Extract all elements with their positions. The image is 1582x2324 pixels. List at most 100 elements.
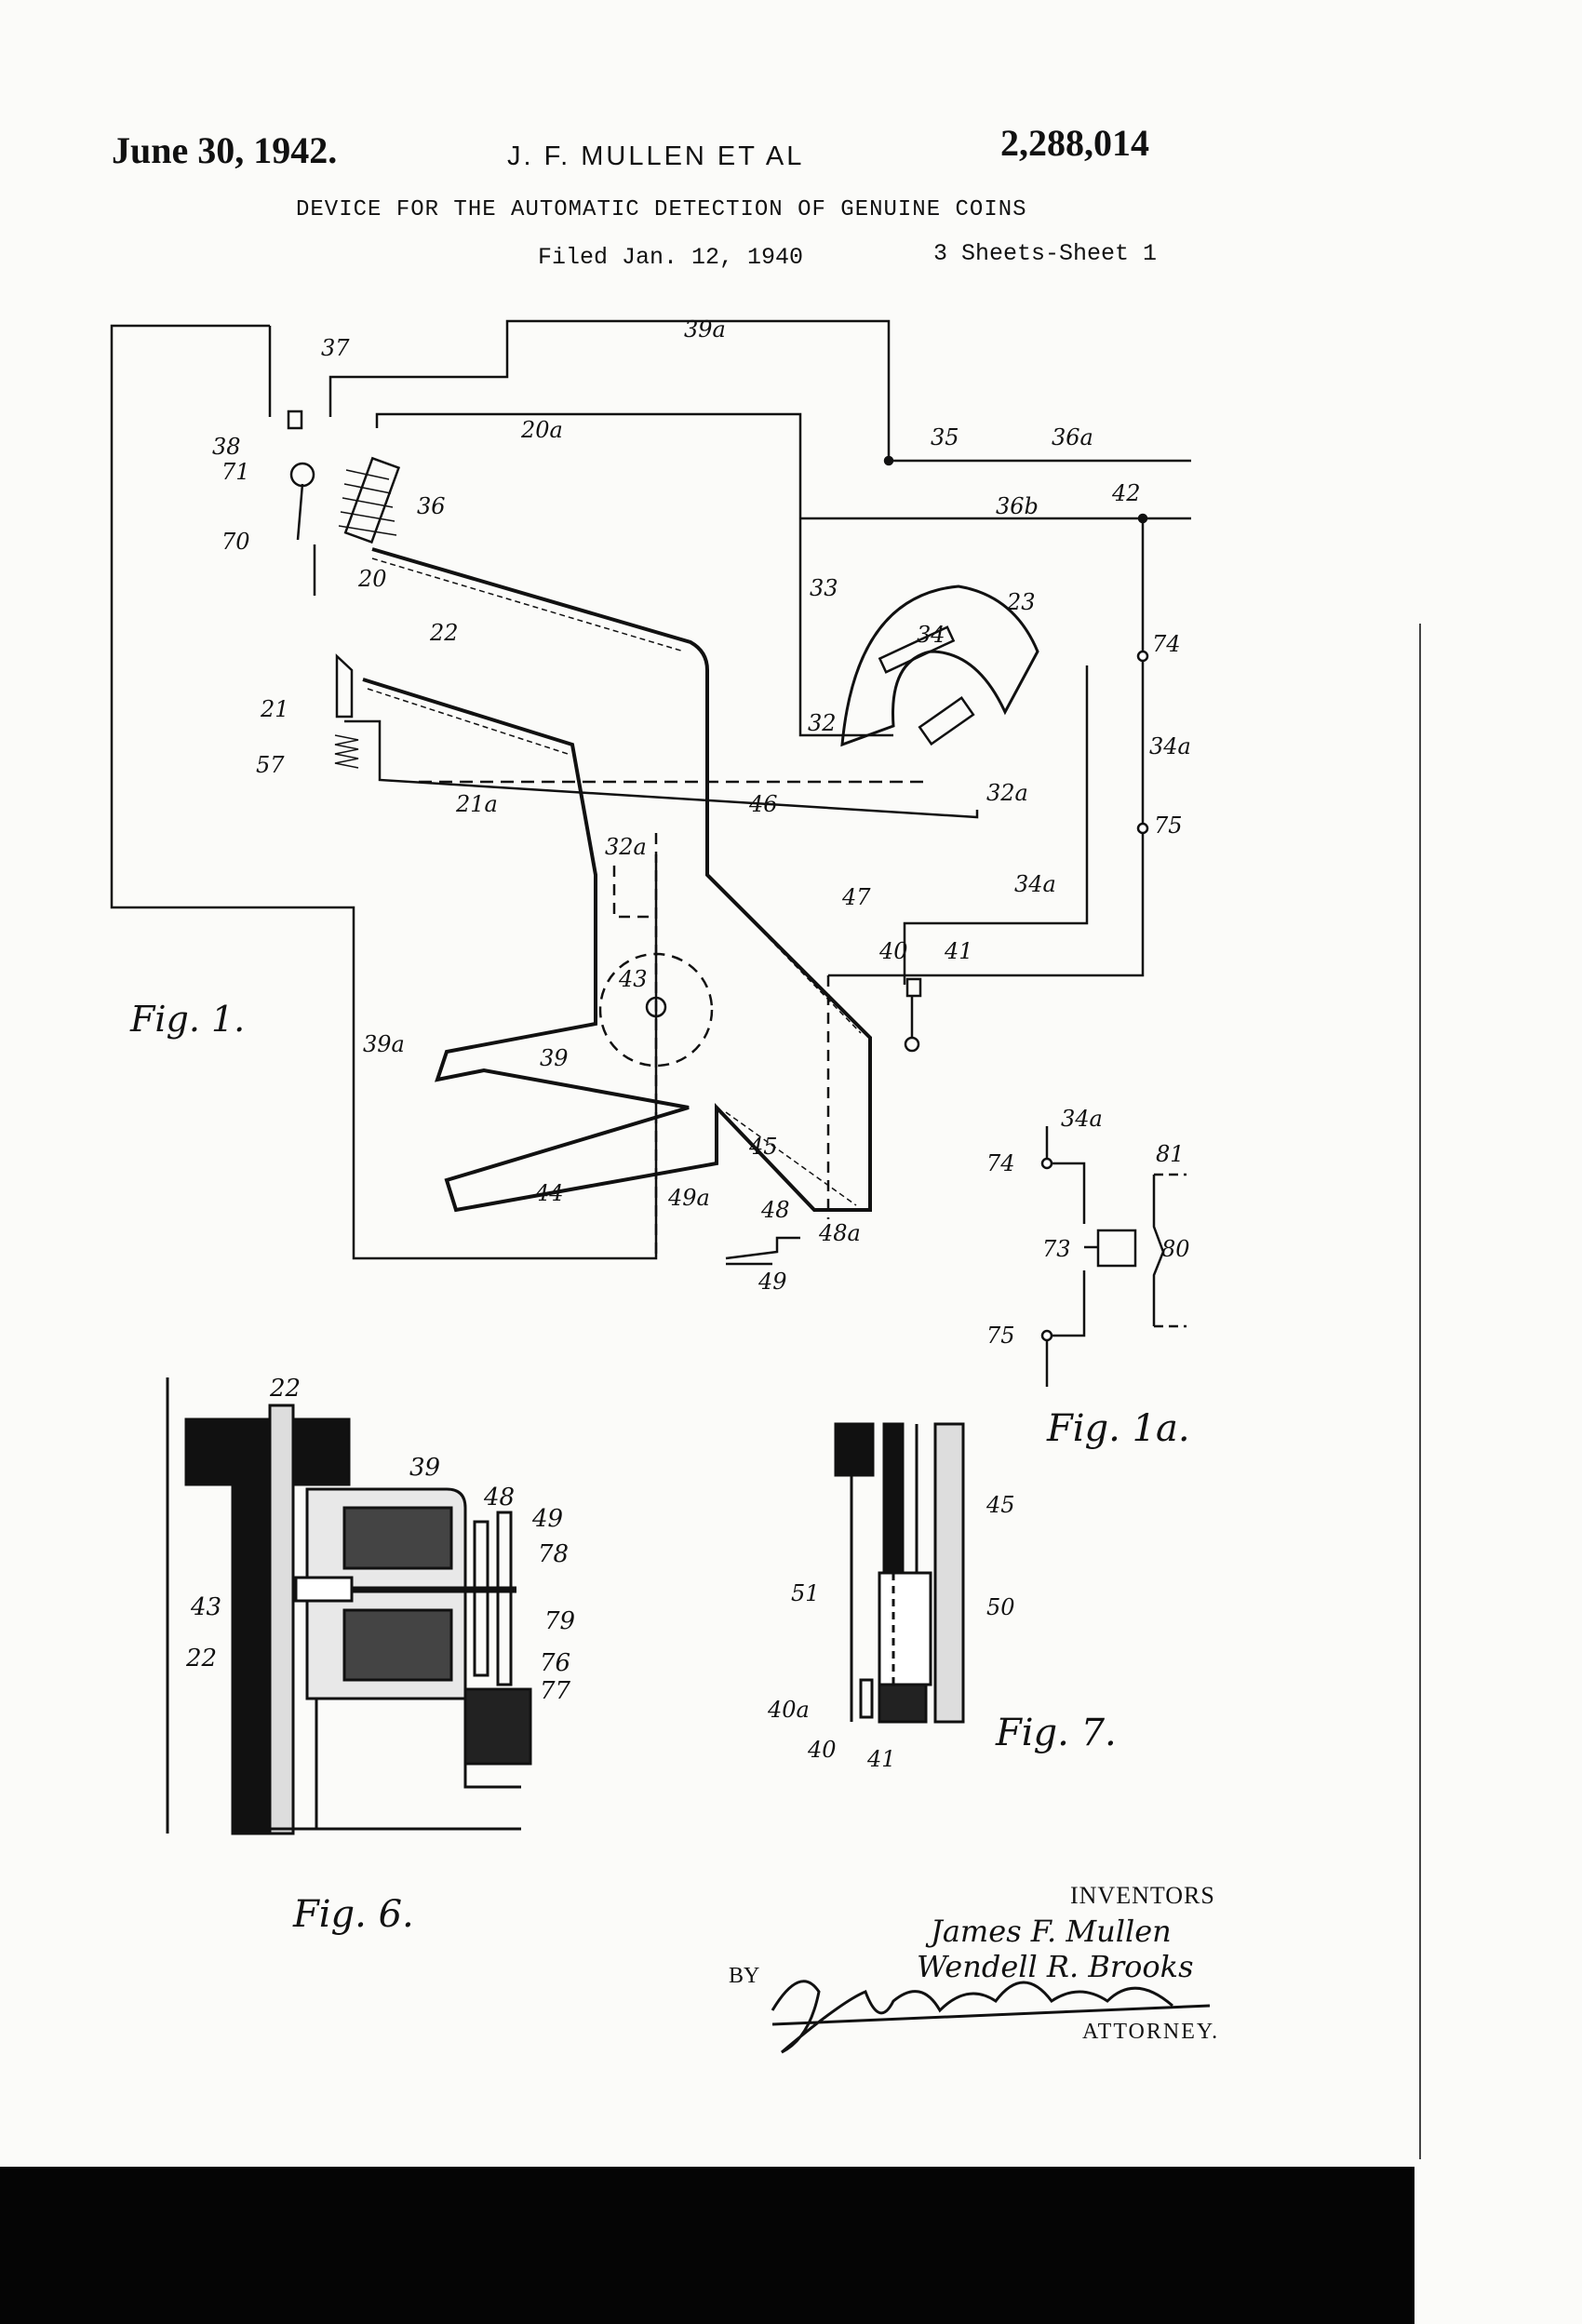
coin-50 bbox=[878, 1571, 932, 1686]
fig1-label: 57 bbox=[256, 752, 285, 778]
fig1-label: 22 bbox=[429, 620, 459, 646]
fig6-label: 48 bbox=[483, 1484, 515, 1511]
fig6-label: 77 bbox=[540, 1677, 571, 1705]
circuit-wire bbox=[375, 412, 802, 518]
scan-bottom-bar bbox=[0, 2167, 1414, 2324]
armature-34 bbox=[878, 625, 956, 674]
circuit-wire bbox=[110, 324, 658, 1260]
fig1-label: 49a bbox=[667, 1185, 710, 1211]
fig1-caption: Fig. 1. bbox=[129, 999, 245, 1040]
fig7-caption: Fig. 7. bbox=[995, 1712, 1117, 1754]
circuit-wire bbox=[828, 518, 1145, 977]
fig7-label-group: 45 51 50 40a 40 41 bbox=[767, 1492, 1015, 1772]
fig1-label: 21a bbox=[455, 791, 498, 817]
fig7-label: 40 bbox=[807, 1737, 837, 1763]
base-frame bbox=[270, 1699, 521, 1831]
attorney-signature bbox=[771, 1980, 1211, 2054]
plate-49 bbox=[496, 1511, 513, 1686]
circuit-wire bbox=[798, 518, 893, 737]
fig1-label: 41 bbox=[944, 938, 973, 964]
fig1-label: 39 bbox=[540, 1045, 569, 1071]
fig1a-drawing bbox=[1040, 1126, 1186, 1387]
fig6-label: 43 bbox=[190, 1593, 221, 1621]
node-35 bbox=[883, 455, 894, 466]
chute-wall-45 bbox=[933, 1422, 965, 1724]
fig1-label: 36b bbox=[996, 493, 1039, 519]
fig1-label: 37 bbox=[321, 335, 350, 361]
fig1-label: 39a bbox=[684, 316, 726, 343]
block-76 bbox=[463, 1687, 532, 1766]
fig7-label: 50 bbox=[986, 1594, 1015, 1620]
node-74 bbox=[1136, 650, 1149, 663]
fig6-label: 22 bbox=[185, 1645, 217, 1672]
contact-40 bbox=[905, 977, 922, 998]
fig1-label: 40 bbox=[878, 938, 908, 964]
fig1-label: 34 bbox=[917, 622, 945, 648]
fig1-label: 49 bbox=[757, 1269, 787, 1295]
fig1-label: 32 bbox=[808, 710, 837, 736]
circuit-wire bbox=[344, 719, 979, 819]
chute-hatch bbox=[367, 557, 862, 1206]
fig1-label: 20 bbox=[357, 566, 387, 592]
fig6-drawing bbox=[166, 1377, 532, 1835]
fig6-label-group: 22 39 48 49 78 43 79 22 76 77 bbox=[185, 1375, 575, 1705]
insulator-block bbox=[282, 1417, 351, 1486]
by-label: BY bbox=[729, 1964, 760, 1988]
insulator-block bbox=[184, 1417, 272, 1486]
fig1-label: 74 bbox=[1152, 631, 1181, 657]
fig1-label: 46 bbox=[748, 791, 778, 817]
fig7-label: 41 bbox=[866, 1746, 896, 1772]
insulator-block bbox=[231, 1483, 272, 1835]
fig7-drawing bbox=[834, 1422, 965, 1724]
contact-40 bbox=[859, 1678, 874, 1719]
fig1-label: 32a bbox=[986, 780, 1028, 806]
relay-wire bbox=[1045, 1270, 1086, 1387]
node-42 bbox=[1137, 513, 1148, 524]
chute-wall bbox=[268, 1404, 295, 1835]
fig1a-label: 80 bbox=[1161, 1236, 1190, 1262]
circuit-wire bbox=[328, 319, 891, 461]
insulator-top bbox=[834, 1422, 875, 1477]
fig1a-label: 81 bbox=[1156, 1141, 1185, 1167]
circuit-wire bbox=[903, 665, 1089, 985]
plunger-21 bbox=[335, 653, 354, 719]
fig1-label: 75 bbox=[1154, 813, 1183, 839]
contact-38 bbox=[287, 410, 303, 430]
fig1-label: 34a bbox=[1149, 733, 1191, 759]
switch-48 bbox=[725, 1236, 800, 1260]
coil-39 bbox=[342, 1506, 453, 1570]
fig1-label: 70 bbox=[221, 529, 250, 555]
pivot-71 bbox=[289, 462, 315, 488]
fig6-label: 76 bbox=[540, 1649, 570, 1677]
fig1a-label-group: 34a 81 74 73 80 75 bbox=[986, 1106, 1190, 1349]
scan-edge-line bbox=[1419, 624, 1421, 2159]
fig1-label-group: 37 39a 38 20a 35 36a 71 36 36b 42 70 20 … bbox=[212, 316, 1191, 1295]
spring-57 bbox=[334, 734, 359, 769]
fig1a-label: 75 bbox=[986, 1323, 1015, 1349]
fig1-label: 32a bbox=[605, 834, 647, 860]
fig1-label: 34a bbox=[1014, 871, 1056, 897]
relay-contact-wire bbox=[1152, 1175, 1165, 1326]
terminal-74 bbox=[1040, 1157, 1053, 1170]
fig6-label: 39 bbox=[409, 1454, 440, 1482]
fig7-label: 40a bbox=[767, 1697, 810, 1723]
fig1-label: 21 bbox=[260, 696, 289, 722]
fig6-label: 79 bbox=[544, 1607, 575, 1635]
coil-39 bbox=[342, 1608, 453, 1682]
fig1-label: 48a bbox=[818, 1220, 861, 1246]
pin-43 bbox=[294, 1576, 354, 1603]
relay-coil-73 bbox=[1096, 1229, 1137, 1268]
fig6-label: 22 bbox=[269, 1375, 301, 1403]
fig7-label: 51 bbox=[791, 1580, 820, 1606]
fig1-label: 33 bbox=[810, 575, 838, 601]
arm-32 bbox=[918, 696, 975, 746]
relay-wire bbox=[1045, 1126, 1086, 1224]
shaft-43 bbox=[645, 996, 667, 1018]
fig1-label: 35 bbox=[931, 424, 959, 450]
fig6-caption: Fig. 6. bbox=[292, 1893, 414, 1936]
attorney-label: ATTORNEY. bbox=[1082, 2020, 1220, 2044]
dashed-link bbox=[612, 866, 656, 919]
fig1-label: 23 bbox=[1006, 589, 1036, 615]
solenoid-36 bbox=[343, 456, 401, 544]
